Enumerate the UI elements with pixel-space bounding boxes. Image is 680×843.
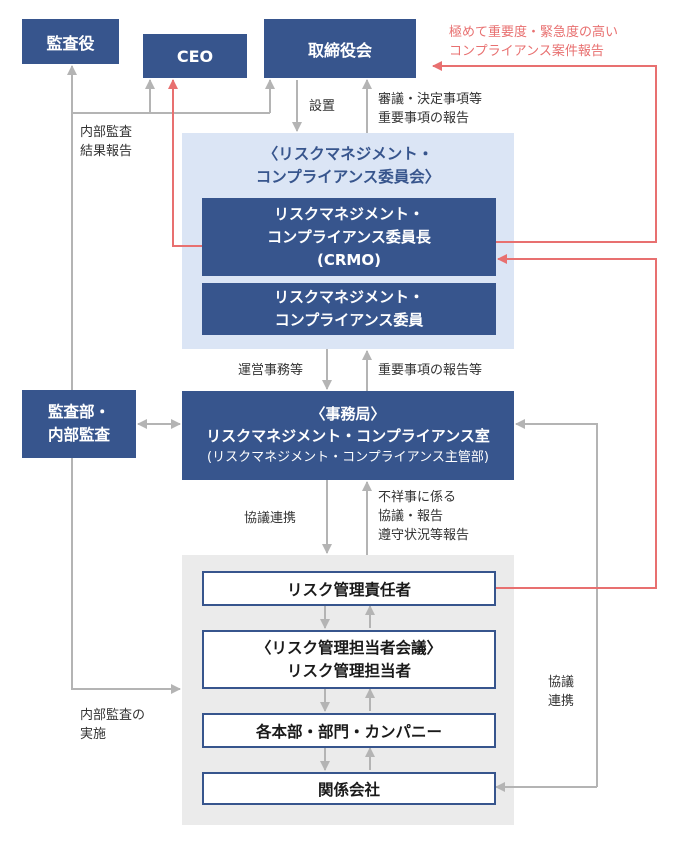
- secretariat-line2: リスクマネジメント・コンプライアンス室: [206, 426, 490, 445]
- secretariat-line1: 〈事務局〉: [310, 404, 386, 423]
- deliberation-label: 審議・決定事項等 重要事項の報告: [378, 90, 482, 128]
- committee-line1: 〈リスクマネジメント・: [262, 145, 434, 163]
- internal-audit-exec-line2: 実施: [80, 727, 107, 742]
- consult-label-2: 協議 連携: [548, 673, 574, 711]
- setup-label: 設置: [309, 99, 336, 114]
- risk-staff-box: 〈リスク管理担当者会議〉 リスク管理担当者: [202, 630, 496, 689]
- divisions-box: 各本部・部門・カンパニー: [202, 713, 496, 748]
- risk-staff-line2: リスク管理担当者: [286, 661, 411, 680]
- internal-audit-report-line2: 結果報告: [80, 144, 133, 159]
- misconduct-line1: 不祥事に係る: [378, 490, 457, 505]
- misconduct-report-label: 不祥事に係る 協議・報告 遵守状況等報告: [378, 488, 469, 545]
- committee-member-box: リスクマネジメント・ コンプライアンス委員: [202, 283, 496, 335]
- risk-officer-label: リスク管理責任者: [286, 580, 411, 599]
- member-line2: コンプライアンス委員: [274, 311, 424, 329]
- arrow-loop-to-secretariat: [515, 419, 598, 787]
- secretariat-box: 〈事務局〉 リスクマネジメント・コンプライアンス室 (リスクマネジメント・コンプ…: [182, 391, 514, 480]
- consult2-line2: 連携: [548, 694, 575, 709]
- urgent-line2: コンプライアンス案件報告: [449, 44, 604, 59]
- ceo-box: CEO: [143, 34, 247, 78]
- urgent-line1: 極めて重要度・緊急度の高い: [449, 25, 619, 40]
- crmo-line1: リスクマネジメント・: [273, 204, 424, 223]
- arrow-audit-to-ops: [71, 458, 181, 694]
- red-arrow-crmo-to-ceo: [168, 79, 202, 247]
- ceo-label: CEO: [176, 46, 214, 66]
- divisions-label: 各本部・部門・カンパニー: [255, 722, 442, 741]
- risk-officer-box: リスク管理責任者: [202, 571, 496, 606]
- board-box: 取締役会: [264, 19, 416, 78]
- member-line1: リスクマネジメント・: [273, 288, 424, 306]
- misconduct-line3: 遵守状況等報告: [378, 528, 470, 543]
- crmo-line3: (CRMO): [317, 250, 381, 269]
- internal-audit-exec-line1: 内部監査の: [80, 708, 146, 723]
- audit-dept-line2: 内部監査: [47, 426, 110, 444]
- operations-label: 運営事務等: [238, 363, 304, 378]
- audit-dept-box: 監査部・ 内部監査: [22, 390, 136, 458]
- deliberation-line1: 審議・決定事項等: [378, 92, 483, 107]
- red-arrow-crmo-to-board: [432, 61, 657, 243]
- auditor-box: 監査役: [22, 19, 119, 64]
- misconduct-line2: 協議・報告: [378, 509, 444, 524]
- important-report-label: 重要事項の報告等: [378, 363, 483, 378]
- committee-line2: コンプライアンス委員会〉: [255, 168, 441, 186]
- deliberation-line2: 重要事項の報告: [378, 111, 470, 126]
- risk-staff-line1: 〈リスク管理担当者会議〉: [255, 638, 442, 657]
- affiliates-label: 関係会社: [317, 780, 380, 799]
- crmo-line2: コンプライアンス委員長: [267, 227, 431, 246]
- board-label: 取締役会: [307, 40, 372, 60]
- red-arrow-officer-to-crmo: [496, 254, 657, 589]
- affiliates-box: 関係会社: [202, 772, 496, 805]
- audit-dept-line1: 監査部・: [47, 403, 110, 421]
- crmo-box: リスクマネジメント・ コンプライアンス委員長 (CRMO): [202, 198, 496, 276]
- internal-audit-report-label: 内部監査 結果報告: [80, 123, 132, 161]
- internal-audit-exec-label: 内部監査の 実施: [80, 706, 145, 744]
- arrow-audit-to-ceo: [72, 80, 270, 114]
- auditor-label: 監査役: [46, 33, 95, 53]
- committee-heading: 〈リスクマネジメント・ コンプライアンス委員会〉: [182, 140, 514, 192]
- consult-label-1: 協議連携: [244, 511, 297, 526]
- secretariat-line3: (リスクマネジメント・コンプライアンス主管部): [207, 449, 489, 465]
- consult2-line1: 協議: [548, 675, 575, 690]
- internal-audit-report-line1: 内部監査: [80, 125, 133, 140]
- urgent-report-label: 極めて重要度・緊急度の高い コンプライアンス案件報告: [449, 23, 618, 61]
